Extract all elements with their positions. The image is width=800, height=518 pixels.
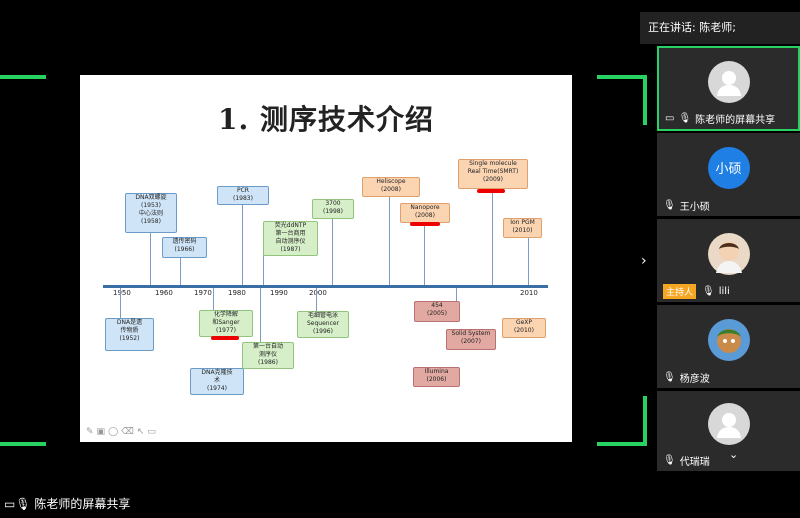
- event-dna-cloning: DNA克隆技术(1974): [190, 368, 244, 395]
- avatar: [707, 60, 750, 103]
- highlight-mark: [477, 189, 505, 193]
- year-tick: 2000: [309, 289, 327, 297]
- avatar: 小硕: [707, 146, 750, 189]
- pointer-icon[interactable]: ↖: [136, 427, 148, 437]
- person-icon: [716, 413, 741, 438]
- event-dna-genetic-material: DNA是遗传物质(1952): [105, 318, 154, 351]
- event-illumina: Illumina(2006): [413, 367, 460, 387]
- event-pcr: PCR(1983): [217, 186, 269, 205]
- event-nanopore: Nanopore(2008): [400, 203, 450, 223]
- frame-corner-bottom-left: [0, 396, 46, 446]
- highlight-mark: [211, 336, 239, 340]
- event-dna-structure: DNA双螺旋(1953)中心法则(1958): [125, 193, 177, 233]
- participant-tile[interactable]: ▭🎙陈老师的屏幕共享: [657, 46, 800, 131]
- connector-line: [180, 257, 181, 285]
- shared-slide: 1. 测序技术介绍 1950 1960 1970 1980 1990 2000 …: [80, 75, 572, 442]
- annotation-toolbar[interactable]: ✎▣◯⌫↖▭: [86, 427, 159, 437]
- connector-line: [492, 188, 493, 285]
- year-tick: 1990: [270, 289, 288, 297]
- child-photo-icon: [715, 240, 742, 273]
- connector-line: [332, 217, 333, 285]
- speaking-indicator: 正在讲话: 陈老师;: [640, 12, 800, 44]
- event-454: 454(2005): [414, 301, 460, 322]
- screen-share-icon: ▭: [4, 497, 16, 511]
- connector-line: [424, 226, 425, 285]
- participant-tile[interactable]: 🎙代瑞瑞: [657, 391, 800, 471]
- event-genetic-code: 遗传密码(1966): [162, 237, 207, 258]
- year-tick: 2010: [520, 289, 538, 297]
- chevron-right-icon[interactable]: ›: [641, 253, 647, 269]
- person-icon: [716, 70, 741, 96]
- participant-name: 🎙代瑞瑞: [663, 455, 710, 468]
- share-label: 陈老师的屏幕共享: [34, 497, 131, 511]
- participant-name: 🎙王小硕: [663, 200, 710, 213]
- connector-line: [213, 288, 214, 310]
- monitor-icon[interactable]: ▭: [147, 427, 159, 437]
- mic-icon: 🎙: [702, 286, 715, 297]
- highlight-mark: [410, 222, 440, 226]
- year-tick: 1980: [228, 289, 246, 297]
- connector-line: [316, 288, 317, 311]
- connector-line: [150, 232, 151, 285]
- avatar: [707, 232, 750, 275]
- connector-line: [456, 288, 457, 301]
- participant-name: 🎙杨彦波: [663, 372, 710, 385]
- year-tick: 1970: [194, 289, 212, 297]
- mic-muted-icon: 🎙: [663, 372, 676, 383]
- participant-tile[interactable]: 主持人🎙lili: [657, 219, 800, 302]
- avatar: [707, 318, 750, 361]
- participant-tile[interactable]: 小硕 🎙王小硕: [657, 133, 800, 216]
- event-ion-pgm: Ion PGM(2010): [503, 218, 542, 238]
- year-tick: 1960: [155, 289, 173, 297]
- connector-line: [528, 237, 529, 285]
- event-sanger: 化学降解和Sanger(1977): [199, 310, 253, 337]
- year-tick: 1950: [113, 289, 131, 297]
- eraser-icon[interactable]: ⌫: [121, 427, 137, 437]
- connector-line: [389, 195, 390, 285]
- event-gexp: GeXP(2010): [502, 318, 546, 338]
- connector-line: [263, 255, 264, 285]
- event-3700: 3700(1998): [312, 199, 354, 219]
- frame-corner-top-left: [0, 75, 46, 125]
- host-badge: 主持人: [663, 284, 697, 299]
- connector-line: [242, 203, 243, 285]
- screen-share-icon: ▭: [665, 113, 675, 124]
- pen-icon[interactable]: ✎: [86, 427, 97, 437]
- frame-corner-bottom-right: [597, 396, 647, 446]
- chevron-down-icon[interactable]: ⌄: [729, 448, 739, 461]
- participant-tile[interactable]: 🎙杨彦波: [657, 305, 800, 388]
- participant-name: 主持人🎙lili: [663, 284, 730, 299]
- event-first-auto-sequencer: 第一台自动测序仪(1986): [242, 342, 294, 369]
- event-solid: Solid System(2007): [446, 329, 496, 350]
- connector-line: [260, 288, 261, 342]
- avatar: [707, 403, 750, 445]
- bottom-share-bar: ▭🎙 陈老师的屏幕共享: [0, 494, 800, 518]
- mic-muted-icon: 🎙: [663, 455, 676, 466]
- frame-corner-top-right: [597, 75, 647, 125]
- cartoon-avatar-icon: [716, 328, 741, 353]
- mic-muted-icon: 🎙: [663, 200, 676, 211]
- event-heliscope: Heliscope(2008): [362, 177, 420, 197]
- image-icon[interactable]: ▣: [96, 427, 109, 437]
- connector-line: [120, 288, 121, 318]
- participant-name: ▭🎙陈老师的屏幕共享: [665, 113, 776, 126]
- slide-title: 1. 测序技术介绍: [218, 103, 434, 136]
- mic-icon: 🎙: [678, 113, 692, 124]
- mic-icon: 🎙: [15, 497, 31, 511]
- timeline-axis: [103, 285, 548, 288]
- shape-icon[interactable]: ◯: [108, 427, 122, 437]
